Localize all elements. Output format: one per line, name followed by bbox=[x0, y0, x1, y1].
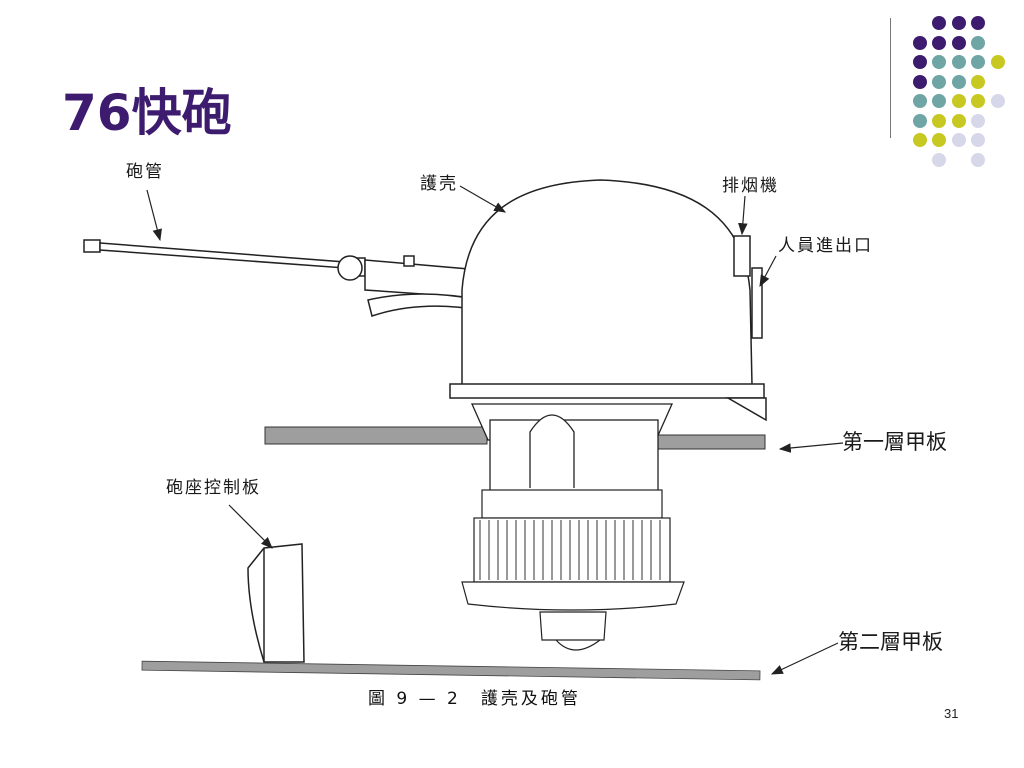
deck-one bbox=[264, 426, 766, 450]
decorative-dot bbox=[971, 16, 985, 30]
decorative-dot bbox=[951, 55, 966, 69]
decorative-dot bbox=[971, 74, 985, 89]
label-deck-two: 第二層甲板 bbox=[838, 630, 943, 654]
decorative-dot bbox=[932, 74, 946, 89]
label-control-panel: 砲座控制板 bbox=[166, 478, 261, 498]
decorative-dot bbox=[971, 113, 985, 128]
decorative-dot bbox=[912, 133, 927, 147]
deck-two bbox=[141, 660, 761, 681]
gun-barrel bbox=[83, 239, 481, 317]
decorative-dot bbox=[971, 35, 985, 50]
label-deck-one: 第一層甲板 bbox=[842, 430, 947, 454]
decorative-dot bbox=[912, 35, 927, 50]
decorative-dot bbox=[912, 94, 927, 108]
decorative-dot bbox=[932, 35, 946, 50]
label-shield: 護壳 bbox=[420, 174, 458, 194]
decorative-dot bbox=[971, 55, 985, 69]
decorative-dot bbox=[971, 94, 985, 108]
ammunition-drum bbox=[461, 489, 685, 651]
decorative-dot bbox=[912, 55, 927, 69]
turret-shield bbox=[449, 179, 767, 422]
decorative-dot bbox=[912, 74, 927, 89]
decorative-dot bbox=[932, 152, 946, 167]
page-number: 31 bbox=[944, 706, 959, 721]
decorative-dot bbox=[932, 133, 946, 147]
decorative-dot bbox=[951, 133, 966, 147]
decorative-dot bbox=[971, 152, 985, 167]
label-hatch: 人員進出口 bbox=[778, 236, 873, 256]
label-exhaust: 排烟機 bbox=[722, 176, 779, 196]
decorative-dot bbox=[912, 113, 927, 128]
decorative-dot bbox=[990, 94, 1005, 108]
decorative-dot bbox=[990, 55, 1005, 69]
decorative-dot bbox=[951, 16, 966, 30]
decorative-dot bbox=[932, 55, 946, 69]
gun-mount-column bbox=[470, 403, 674, 493]
slide-title: 76快砲 bbox=[62, 84, 232, 142]
label-barrel: 砲管 bbox=[126, 162, 164, 182]
decorative-dot bbox=[951, 74, 966, 89]
decorative-dot bbox=[951, 35, 966, 50]
divider-line bbox=[890, 18, 891, 138]
decorative-dot bbox=[932, 113, 946, 128]
decorative-dot bbox=[951, 113, 966, 128]
decorative-dot bbox=[932, 16, 946, 30]
control-panel bbox=[247, 543, 305, 663]
decorative-dot bbox=[971, 133, 985, 147]
leader-lines bbox=[146, 185, 844, 675]
decorative-dot bbox=[932, 94, 946, 108]
figure-caption: 圖 9 — 2 護壳及砲管 bbox=[368, 689, 581, 709]
decorative-dot bbox=[951, 94, 966, 108]
